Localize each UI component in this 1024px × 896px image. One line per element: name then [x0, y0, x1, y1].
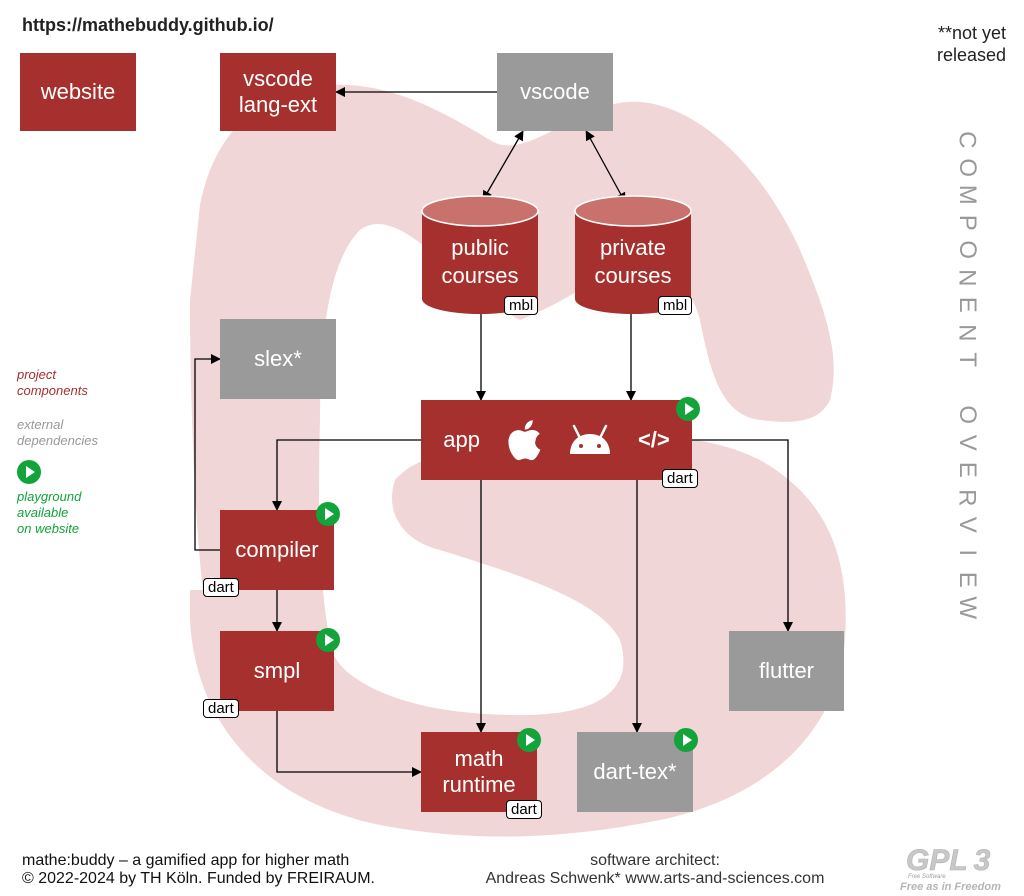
not-yet-released-note: **not yet released: [936, 23, 1006, 65]
node-compiler-label: compiler: [235, 537, 319, 562]
node-vscode-label: vscode: [520, 79, 590, 104]
footer-project-info: mathe:buddy – a gamified app for higher …: [22, 852, 375, 887]
dart-tex-playground-button[interactable]: [674, 728, 698, 752]
gpl-v3-logo: GPL 3 Free Software Free as in Freedom: [900, 844, 1001, 892]
math-runtime-playground-button[interactable]: [517, 728, 541, 752]
node-dart-tex-label: dart-tex*: [593, 759, 677, 784]
vertical-title-letter: M: [953, 184, 981, 205]
legend-project-components: project components: [17, 367, 88, 398]
vertical-title-letter: O: [953, 157, 981, 177]
apple-icon: [508, 420, 541, 461]
node-compiler[interactable]: compiler: [220, 510, 334, 590]
web-code-icon: </>: [637, 427, 670, 452]
vertical-title-letter: O: [953, 405, 981, 425]
compiler-playground-button[interactable]: [316, 502, 340, 526]
legend-playground-available: playground available on website: [17, 489, 82, 536]
node-slex[interactable]: slex*: [220, 319, 336, 399]
node-vscode[interactable]: vscode: [497, 53, 613, 131]
legend-playground-icon: [17, 460, 41, 484]
app-lang-tag: dart: [662, 469, 698, 488]
node-website-label: website: [40, 79, 116, 104]
node-app-label: app: [443, 427, 480, 452]
vertical-title-letter: V: [953, 434, 981, 451]
database-cylinder-icon: [421, 195, 539, 314]
compiler-lang-tag: dart: [203, 578, 239, 597]
smpl-playground-button[interactable]: [316, 628, 340, 652]
vertical-title-letter: E: [953, 296, 981, 313]
node-vscode-lang-ext-label: vscode lang-ext: [238, 66, 318, 117]
node-website[interactable]: website: [20, 53, 136, 131]
vertical-title-letter: N: [953, 323, 981, 341]
node-public-courses-label: public courses: [441, 235, 519, 288]
public-courses-lang-tag: mbl: [504, 296, 539, 315]
vertical-title-letter: [953, 384, 981, 391]
node-smpl-label: smpl: [253, 658, 301, 683]
android-icon: [569, 424, 610, 454]
node-flutter[interactable]: flutter: [729, 631, 844, 711]
node-private-courses-label: private courses: [594, 235, 672, 288]
math-runtime-lang-tag: dart: [506, 800, 542, 819]
node-app[interactable]: app </>: [421, 400, 692, 480]
footer-architect-info: software architect: Andreas Schwenk* www…: [485, 852, 825, 887]
node-smpl[interactable]: smpl: [220, 631, 334, 711]
vertical-title-letter: C: [953, 131, 981, 149]
gpl-logo-text: GPL 3: [906, 844, 991, 877]
vertical-title-letter: R: [953, 488, 981, 506]
private-courses-lang-tag: mbl: [658, 296, 693, 315]
app-playground-button[interactable]: [676, 397, 700, 421]
vertical-title-letter: E: [953, 571, 981, 588]
vertical-title-letter: V: [953, 516, 981, 533]
vertical-title-letter: O: [953, 240, 981, 260]
database-cylinder-icon: [574, 195, 692, 314]
node-public-courses[interactable]: public courses: [421, 193, 539, 315]
node-slex-label: slex*: [254, 346, 302, 371]
smpl-lang-tag: dart: [203, 699, 239, 718]
node-dart-tex[interactable]: dart-tex*: [577, 732, 693, 812]
gpl-tagline-text: Free as in Freedom: [900, 881, 1001, 892]
vertical-title-letter: I: [953, 548, 981, 556]
vertical-title-letter: W: [953, 595, 981, 619]
website-url[interactable]: https://mathebuddy.github.io/: [22, 15, 274, 35]
gpl-free-software-text: Free Software: [908, 874, 946, 880]
node-flutter-label: flutter: [758, 658, 815, 683]
legend-external-dependencies: external dependencies: [17, 417, 98, 448]
vertical-title-letter: N: [953, 268, 981, 286]
node-private-courses[interactable]: private courses: [574, 193, 692, 315]
vertical-title-letter: P: [953, 214, 981, 231]
node-math-runtime-label: math runtime: [442, 746, 516, 797]
vertical-title-letter: T: [953, 352, 981, 368]
vertical-title-letter: E: [953, 461, 981, 478]
node-vscode-lang-ext[interactable]: vscode lang-ext: [220, 53, 336, 131]
